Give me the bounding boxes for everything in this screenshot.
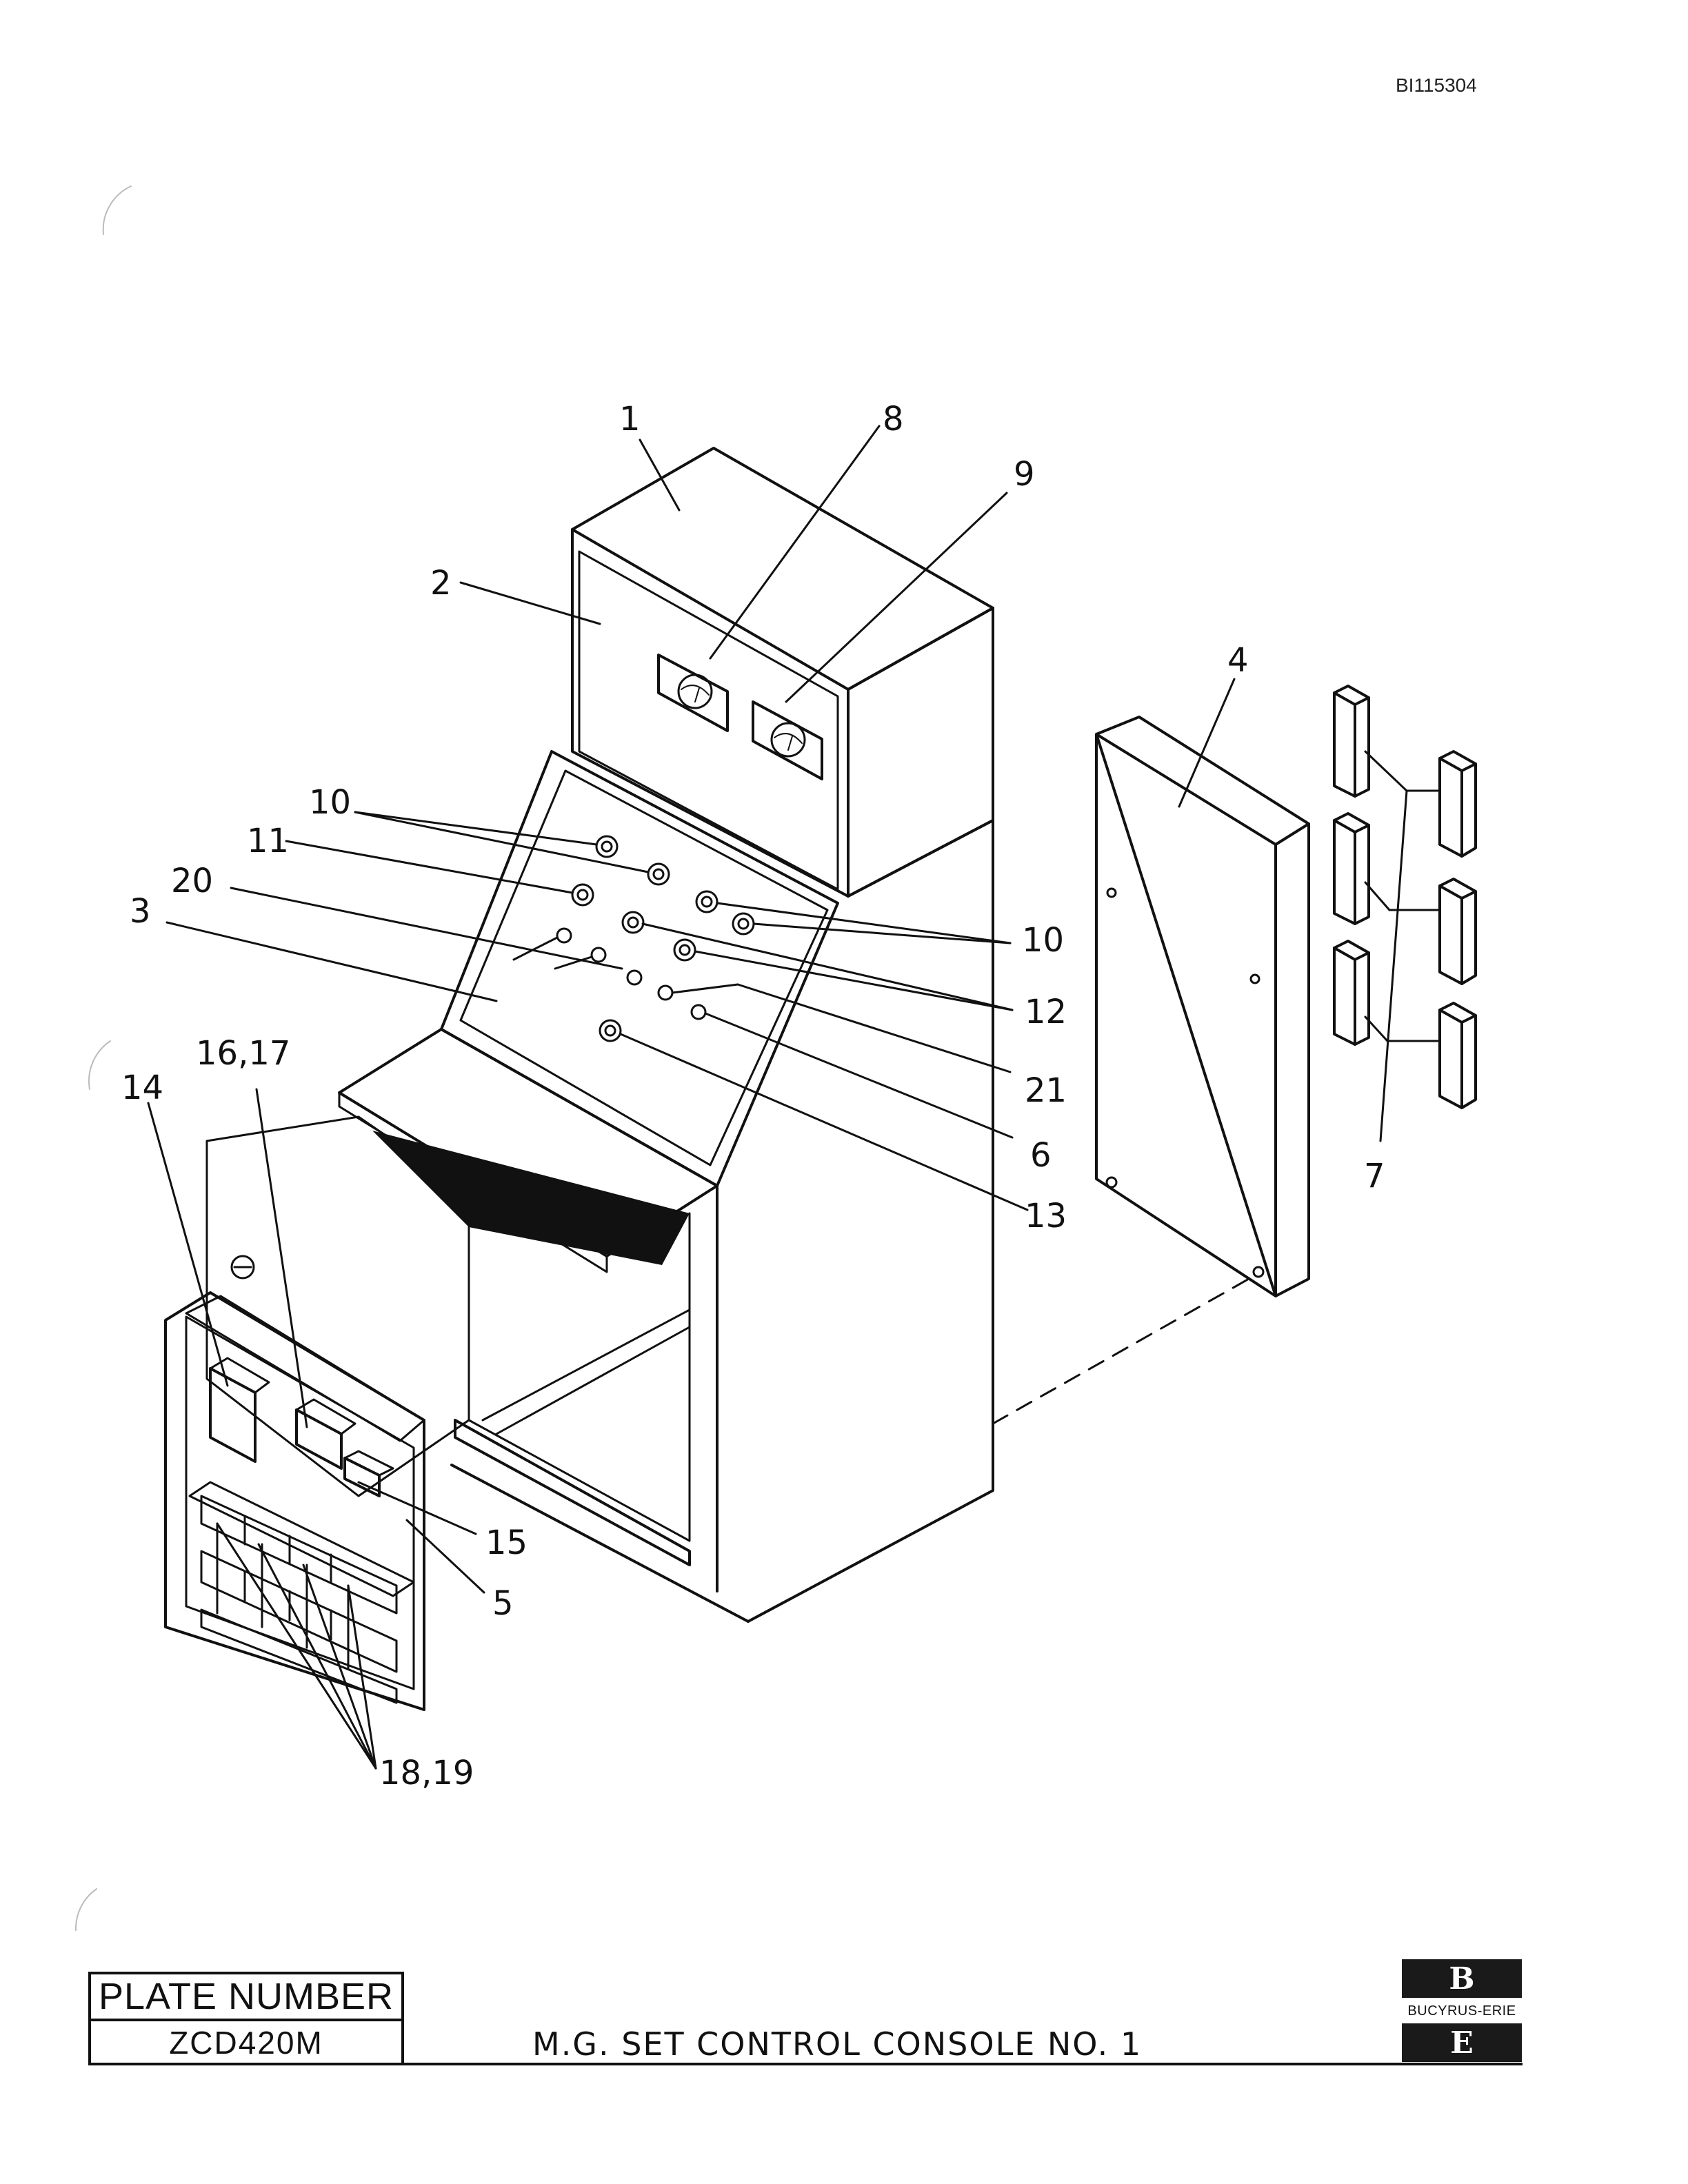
door-latch — [230, 1255, 255, 1280]
callout-18-19: 18,19 — [379, 1754, 474, 1792]
filter-7-b — [1333, 812, 1370, 925]
panel-devices — [556, 835, 755, 1042]
drawing-title: M.G. SET CONTROL CONSOLE NO. 1 — [532, 2025, 1143, 2063]
door-assembly — [164, 1115, 470, 1711]
pushbutton-12-b — [673, 938, 696, 962]
control-panel-3-outer — [440, 750, 839, 1187]
filter-7-c — [1333, 940, 1370, 1046]
callout-16-17: 16,17 — [196, 1034, 291, 1073]
plate-number-value: ZCD420M — [169, 2025, 323, 2061]
callout-15: 15 — [485, 1524, 528, 1562]
filters-7 — [1333, 685, 1477, 1109]
callout-9: 9 — [1014, 455, 1035, 494]
filter-7-a — [1333, 685, 1370, 798]
callout-21: 21 — [1025, 1071, 1067, 1110]
logo-bottom-block: E — [1402, 2023, 1522, 2062]
document-id: BI115304 — [1396, 74, 1477, 96]
selector-10-b — [647, 862, 670, 886]
light-21 — [657, 984, 674, 1001]
callout-2: 2 — [430, 564, 452, 603]
callout-11: 11 — [247, 822, 290, 860]
under-desk-shadow — [372, 1131, 690, 1265]
leader-lines — [147, 425, 1439, 1770]
callout-20: 20 — [171, 862, 214, 900]
switch-13 — [599, 1019, 622, 1042]
component-16-17 — [295, 1398, 356, 1470]
door-sill — [454, 1419, 691, 1566]
pushbutton-12-a — [621, 911, 645, 934]
meter-8 — [657, 654, 729, 732]
components-18-19-row1 — [200, 1495, 398, 1615]
logo-top-block: B — [1402, 1959, 1522, 1998]
callout-8: 8 — [883, 400, 904, 438]
components-18-19-row3 — [200, 1608, 398, 1704]
callout-14: 14 — [121, 1069, 164, 1107]
meter-9 — [752, 700, 823, 780]
components-18-19-row2 — [200, 1550, 398, 1673]
upper-cabinet-top — [571, 447, 994, 691]
selector-10-c — [695, 890, 719, 913]
control-panel-3-inner — [459, 769, 829, 1166]
title-baseline — [88, 2063, 1523, 2065]
upper-cabinet-side — [847, 607, 994, 898]
callout-7: 7 — [1364, 1157, 1385, 1195]
door-back-panel — [205, 1115, 470, 1497]
switch-11 — [571, 883, 594, 907]
cabinet-bottom-edge — [450, 1464, 750, 1623]
side-panel-4 — [1095, 716, 1310, 1297]
callout-4: 4 — [1227, 641, 1249, 680]
lower-cabinet-side — [747, 819, 994, 1623]
inner-rail-2 — [495, 1326, 691, 1435]
light-6 — [690, 1004, 707, 1020]
selector-10-d — [732, 912, 755, 936]
punch-holes — [74, 185, 132, 1931]
callout-12: 12 — [1025, 993, 1067, 1031]
dashed-leader-4 — [992, 1274, 1256, 1425]
callout-3: 3 — [130, 892, 151, 931]
callout-10-left: 10 — [309, 783, 352, 822]
component-14 — [209, 1357, 270, 1463]
meter-panel-2 — [578, 550, 839, 891]
pilot-light-20-a — [556, 927, 572, 944]
callout-10-right: 10 — [1022, 921, 1065, 960]
callout-1: 1 — [619, 400, 641, 438]
filter-7-d — [1438, 750, 1477, 858]
shelf-middle — [188, 1481, 415, 1597]
callout-6: 6 — [1030, 1136, 1052, 1175]
pilot-light-20-b — [590, 947, 607, 963]
filter-7-e — [1438, 878, 1477, 985]
inner-rail-1 — [481, 1308, 691, 1422]
upper-cabinet-front-frame — [571, 528, 850, 898]
shelf-upper — [185, 1295, 425, 1442]
lower-cabinet — [338, 750, 994, 1623]
plate-number-label: PLATE NUMBER — [91, 1974, 401, 2021]
pilot-light-20-c — [626, 969, 643, 986]
selector-10-a — [595, 835, 619, 858]
upper-cabinet — [571, 447, 994, 898]
plate-number-box: PLATE NUMBER ZCD420M — [88, 1972, 404, 2065]
bucyrus-erie-logo: B BUCYRUS-ERIE E — [1400, 1959, 1524, 2062]
filter-7-f — [1438, 1002, 1477, 1109]
logo-text: BUCYRUS-ERIE — [1407, 2003, 1516, 2019]
component-15 — [343, 1450, 394, 1497]
callout-13: 13 — [1025, 1197, 1067, 1235]
callout-5: 5 — [492, 1584, 514, 1623]
